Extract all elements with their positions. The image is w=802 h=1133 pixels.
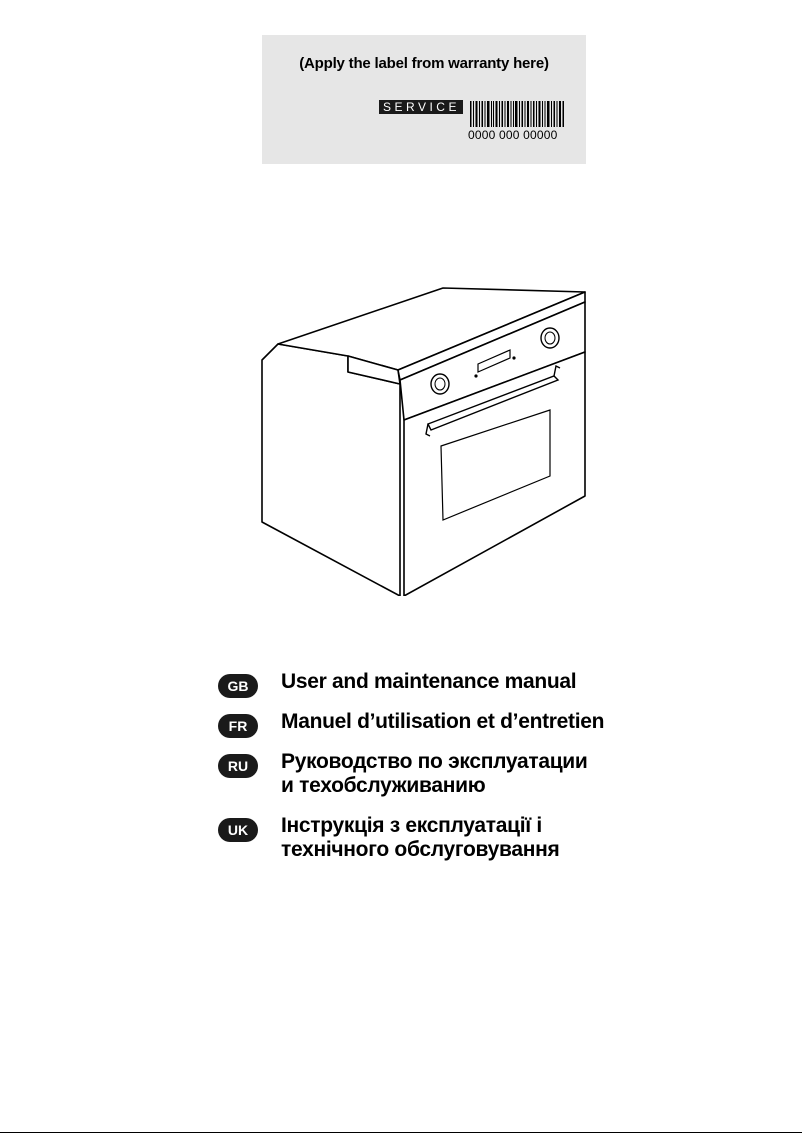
manual-title-fr: Manuel d’utilisation et d’entretien [281,710,605,734]
oven-illustration [261,287,586,596]
manual-title-uk: Інструкція з експлуатації і технічного о… [281,814,560,862]
barcode-number: 0000 000 00000 [468,128,558,142]
warranty-label-area: (Apply the label from warranty here) SER… [262,35,586,164]
manual-title-line: User and maintenance manual [281,670,577,693]
manual-title-line: Інструкція з експлуатації і [281,814,542,837]
manual-title-line: и техобслуживанию [281,774,486,797]
lang-badge-ru: RU [218,754,258,778]
lang-badge-gb: GB [218,674,258,698]
manual-title-gb: User and maintenance manual [281,670,577,694]
warranty-instruction: (Apply the label from warranty here) [299,55,549,72]
manual-title-ru: Руководство по эксплуатации и техобслужи… [281,750,588,798]
manual-title-line: технічного обслуговування [281,838,560,861]
lang-badge-uk: UK [218,818,258,842]
manual-title-line: Руководство по эксплуатации [281,750,588,773]
barcode-icon [470,101,564,127]
manual-title-line: Manuel d’utilisation et d’entretien [281,710,605,733]
service-tag: SERVICE [379,100,463,114]
lang-badge-fr: FR [218,714,258,738]
